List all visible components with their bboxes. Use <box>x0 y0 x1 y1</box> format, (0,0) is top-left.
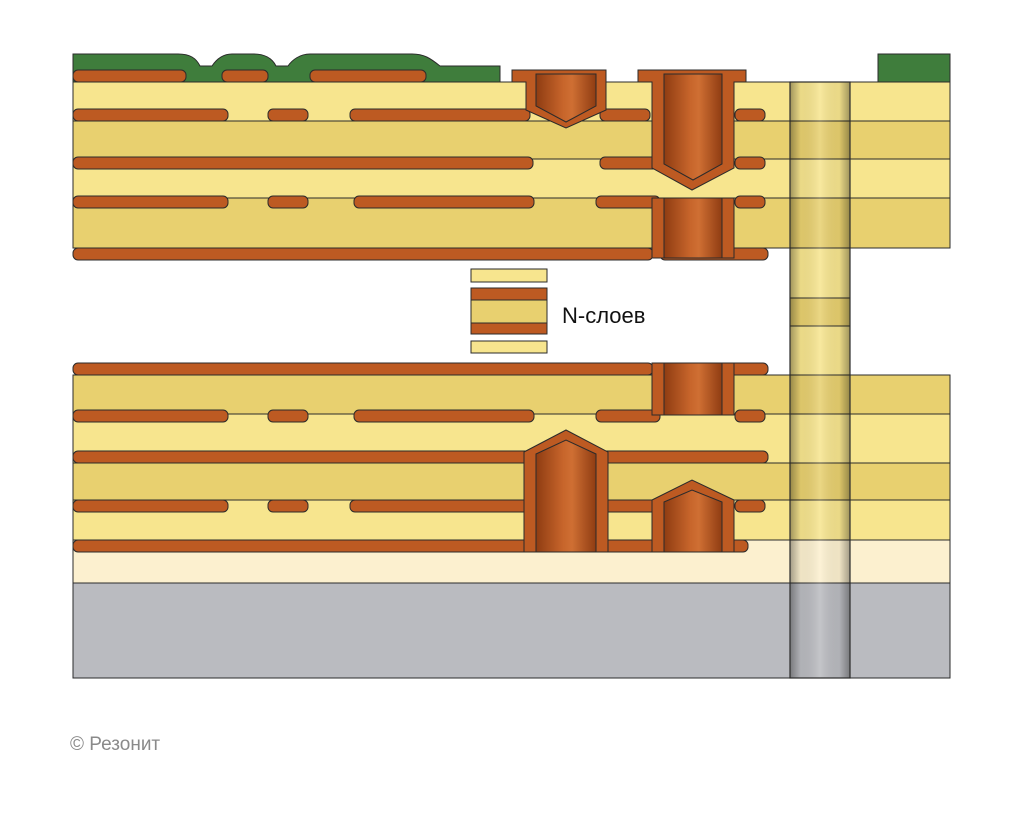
copper-trace <box>349 499 531 513</box>
copper-trace <box>599 499 661 513</box>
via-fill <box>535 439 597 553</box>
copper-trace <box>72 450 534 464</box>
legend-label: N-слоев <box>562 303 645 328</box>
copper-trace <box>72 409 229 423</box>
via-fill <box>663 73 723 181</box>
copper-trace <box>599 156 661 170</box>
copper-trace <box>309 69 427 83</box>
copper-trace <box>72 156 534 170</box>
dielectric-layer <box>849 81 951 122</box>
via-fill <box>663 362 723 416</box>
legend-copper <box>470 287 548 301</box>
copper-trace <box>72 195 229 209</box>
copper-trace <box>353 409 535 423</box>
dielectric-layer <box>849 120 951 160</box>
dielectric-layer <box>849 462 951 501</box>
dielectric-layer <box>849 499 951 541</box>
dielectric-layer <box>849 158 951 199</box>
copper-trace <box>353 195 535 209</box>
copper-trace <box>595 195 661 209</box>
copper-trace <box>734 409 766 423</box>
copper-trace <box>267 195 309 209</box>
copper-trace <box>734 195 766 209</box>
copper-trace <box>595 409 661 423</box>
solder-mask <box>877 53 951 83</box>
via-fill <box>535 73 597 123</box>
copper-trace <box>349 108 531 122</box>
copper-trace <box>734 156 766 170</box>
copper-trace <box>267 108 309 122</box>
copper-trace <box>72 362 654 376</box>
dielectric-layer <box>849 374 951 415</box>
copper-trace <box>72 539 749 553</box>
copper-trace <box>734 108 766 122</box>
dielectric-layer <box>849 197 951 249</box>
copper-trace <box>221 69 269 83</box>
copper-trace <box>72 108 229 122</box>
copper-trace <box>72 69 187 83</box>
copper-trace <box>72 499 229 513</box>
via-fill <box>663 197 723 259</box>
legend-prepreg <box>470 268 548 283</box>
copper-trace <box>599 108 651 122</box>
copyright-text: © Резонит <box>70 734 161 755</box>
copper-trace <box>599 450 769 464</box>
legend-core <box>470 299 548 324</box>
legend-copper <box>470 322 548 335</box>
copper-trace <box>72 247 654 261</box>
copper-trace <box>734 499 766 513</box>
dielectric-layer <box>849 413 951 464</box>
copper-trace <box>267 499 309 513</box>
copper-trace <box>267 409 309 423</box>
via-fill <box>663 489 723 553</box>
through-hole <box>789 81 851 679</box>
legend-prepreg <box>470 340 548 354</box>
